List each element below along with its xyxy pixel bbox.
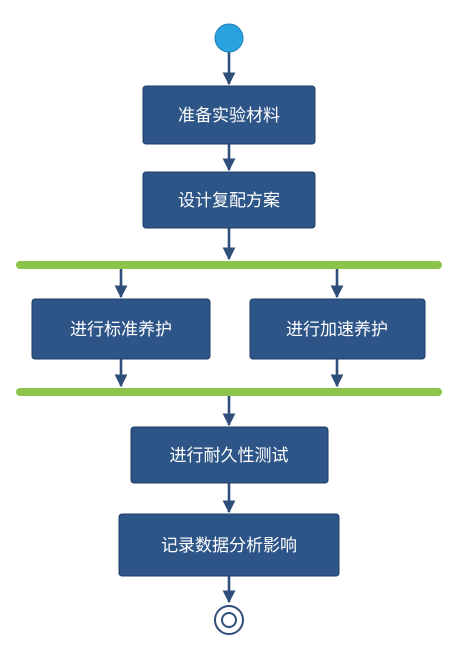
node-prepare-label: 准备实验材料 (178, 106, 280, 126)
node-accelerated-label: 进行加速养护 (286, 320, 388, 340)
node-record: 记录数据分析影响 (118, 513, 340, 577)
node-prepare: 准备实验材料 (142, 85, 316, 145)
join-bar (16, 388, 442, 396)
fork-bar (16, 261, 442, 269)
edges (114, 52, 344, 604)
node-design-label: 设计复配方案 (178, 191, 280, 211)
node-accelerated: 进行加速养护 (249, 298, 426, 360)
start-node (214, 23, 244, 53)
node-standard-label: 进行标准养护 (70, 320, 172, 340)
node-design: 设计复配方案 (142, 171, 316, 229)
node-standard: 进行标准养护 (31, 298, 211, 360)
node-record-label: 记录数据分析影响 (161, 536, 297, 556)
node-durability: 进行耐久性测试 (130, 426, 329, 484)
node-durability-label: 进行耐久性测试 (170, 446, 289, 466)
end-node (214, 605, 244, 635)
